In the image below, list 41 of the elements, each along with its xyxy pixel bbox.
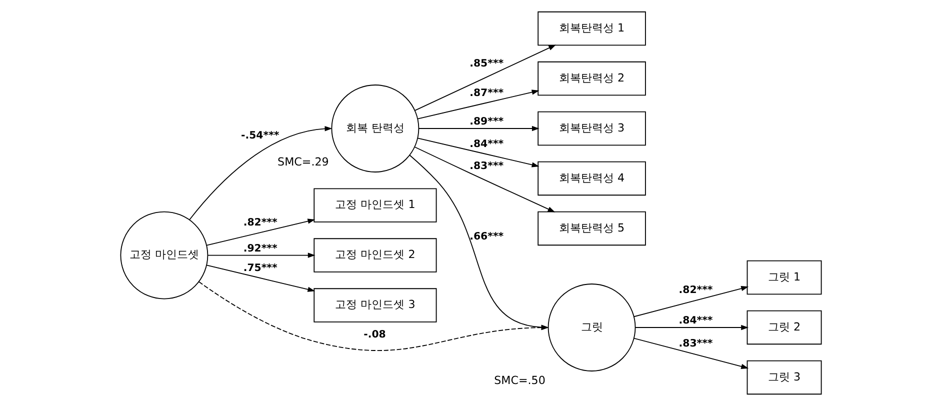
edge-label: .92***: [242, 243, 277, 254]
node-box: 회복탄력성 3: [537, 111, 646, 146]
arrow: [634, 324, 748, 330]
node-box: 고정 마인드셋 1: [313, 188, 436, 222]
edge-label: .82***: [678, 285, 712, 296]
arrow: [206, 264, 315, 292]
arrow: [414, 146, 555, 212]
arrow: [633, 286, 748, 318]
arrow: [418, 126, 539, 132]
node-box: 회복탄력성 4: [537, 161, 646, 196]
node-box: 회복탄력성 5: [537, 211, 646, 246]
edge-label: .89***: [469, 116, 504, 128]
node-box: 그릿 2: [746, 310, 822, 345]
node-box: 그릿 1: [746, 260, 822, 295]
arrow: [206, 252, 315, 258]
edge-label: .87***: [469, 88, 504, 99]
edge-label: .84***: [469, 138, 504, 150]
arrow: [414, 44, 556, 111]
arrow: [633, 338, 748, 369]
arrow: [416, 138, 539, 168]
edge-label: -.54***: [240, 130, 279, 142]
node-circle: 고정 마인드셋: [120, 211, 208, 300]
edge-label: -.08: [363, 329, 386, 340]
edge-label: .75***: [242, 262, 277, 274]
edge-label: .82***: [242, 217, 277, 228]
node-circle: 그릿: [547, 284, 636, 372]
edge-label: .85***: [469, 58, 504, 70]
edge-label: .84***: [678, 316, 712, 327]
node-box: 그릿 3: [746, 360, 822, 395]
node-box: 고정 마인드셋 3: [313, 288, 436, 322]
arrow: [416, 90, 539, 120]
node-circle: 회복 탄력성: [330, 84, 419, 172]
node-box: 고정 마인드셋 2: [313, 238, 436, 272]
node-label: SMC=.29: [277, 156, 328, 169]
edge-label: .83***: [469, 161, 504, 172]
edge-label: .66***: [469, 231, 504, 242]
edge-label: .83***: [678, 338, 712, 350]
arrow: [206, 218, 315, 246]
node-box: 회복탄력성 2: [537, 61, 646, 96]
node-box: 회복탄력성 1: [537, 11, 646, 46]
node-label: SMC=.50: [494, 374, 545, 388]
